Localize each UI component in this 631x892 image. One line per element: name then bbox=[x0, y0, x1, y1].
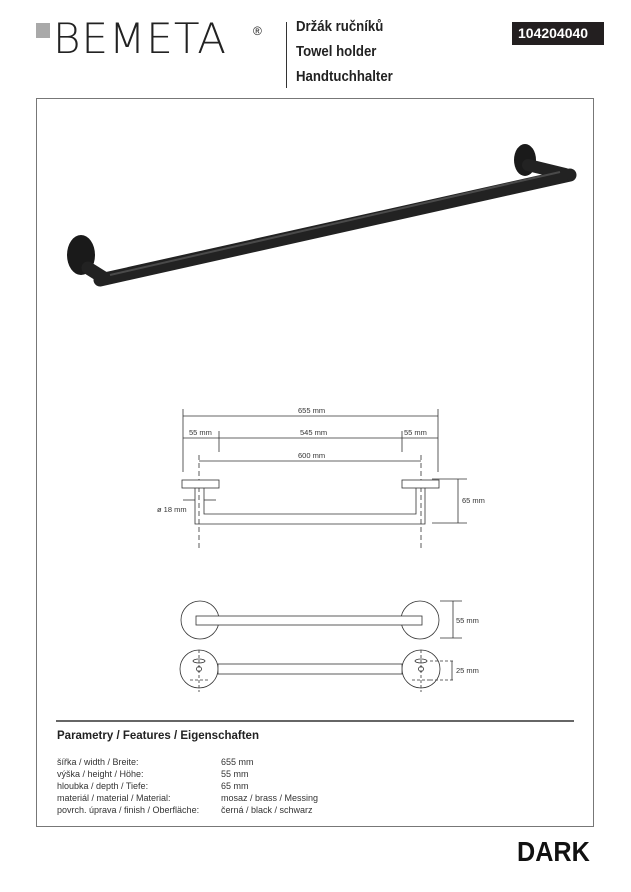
param-value: 55 mm bbox=[221, 769, 249, 779]
dim-middle: 545 mm bbox=[300, 428, 327, 437]
header-divider bbox=[286, 22, 287, 88]
param-label: výška / height / Höhe: bbox=[57, 769, 144, 779]
param-value: 655 mm bbox=[221, 757, 254, 767]
dim-height: 55 mm bbox=[456, 616, 479, 625]
param-value: mosaz / brass / Messing bbox=[221, 793, 319, 803]
product-image bbox=[67, 144, 577, 287]
content-frame bbox=[36, 98, 594, 827]
brand-logo: BEMETA bbox=[53, 14, 227, 63]
dim-left-offset: 55 mm bbox=[189, 428, 212, 437]
dim-right-offset: 55 mm bbox=[404, 428, 427, 437]
param-label: povrch. úprava / finish / Oberfläche: bbox=[57, 805, 200, 815]
dim-total-width: 655 mm bbox=[298, 406, 325, 415]
title-cz: Držák ručníků bbox=[296, 18, 384, 35]
product-drawing: 655 mm 55 mm 545 mm 55 mm 600 mm 65 mm ø… bbox=[67, 144, 577, 692]
param-value: 65 mm bbox=[221, 781, 249, 791]
title-de: Handtuchhalter bbox=[296, 68, 393, 85]
dim-hole-spacing: 25 mm bbox=[456, 666, 479, 675]
dim-center-distance: 600 mm bbox=[298, 451, 325, 460]
title-en: Towel holder bbox=[296, 43, 377, 60]
param-label: hloubka / depth / Tiefe: bbox=[57, 781, 149, 791]
section-divider bbox=[56, 720, 574, 722]
param-value: černá / black / schwarz bbox=[221, 805, 313, 815]
params-title: Parametry / Features / Eigenschaften bbox=[57, 730, 259, 742]
registered-mark: ® bbox=[253, 24, 262, 38]
param-label: šířka / width / Breite: bbox=[57, 757, 139, 767]
logo-square bbox=[36, 23, 50, 38]
dim-depth: 65 mm bbox=[462, 496, 485, 505]
param-label: materiál / material / Material: bbox=[57, 793, 171, 803]
finish-label: DARK bbox=[517, 836, 590, 867]
product-code: 104204040 bbox=[512, 22, 604, 45]
dim-diameter: ø 18 mm bbox=[157, 505, 187, 514]
